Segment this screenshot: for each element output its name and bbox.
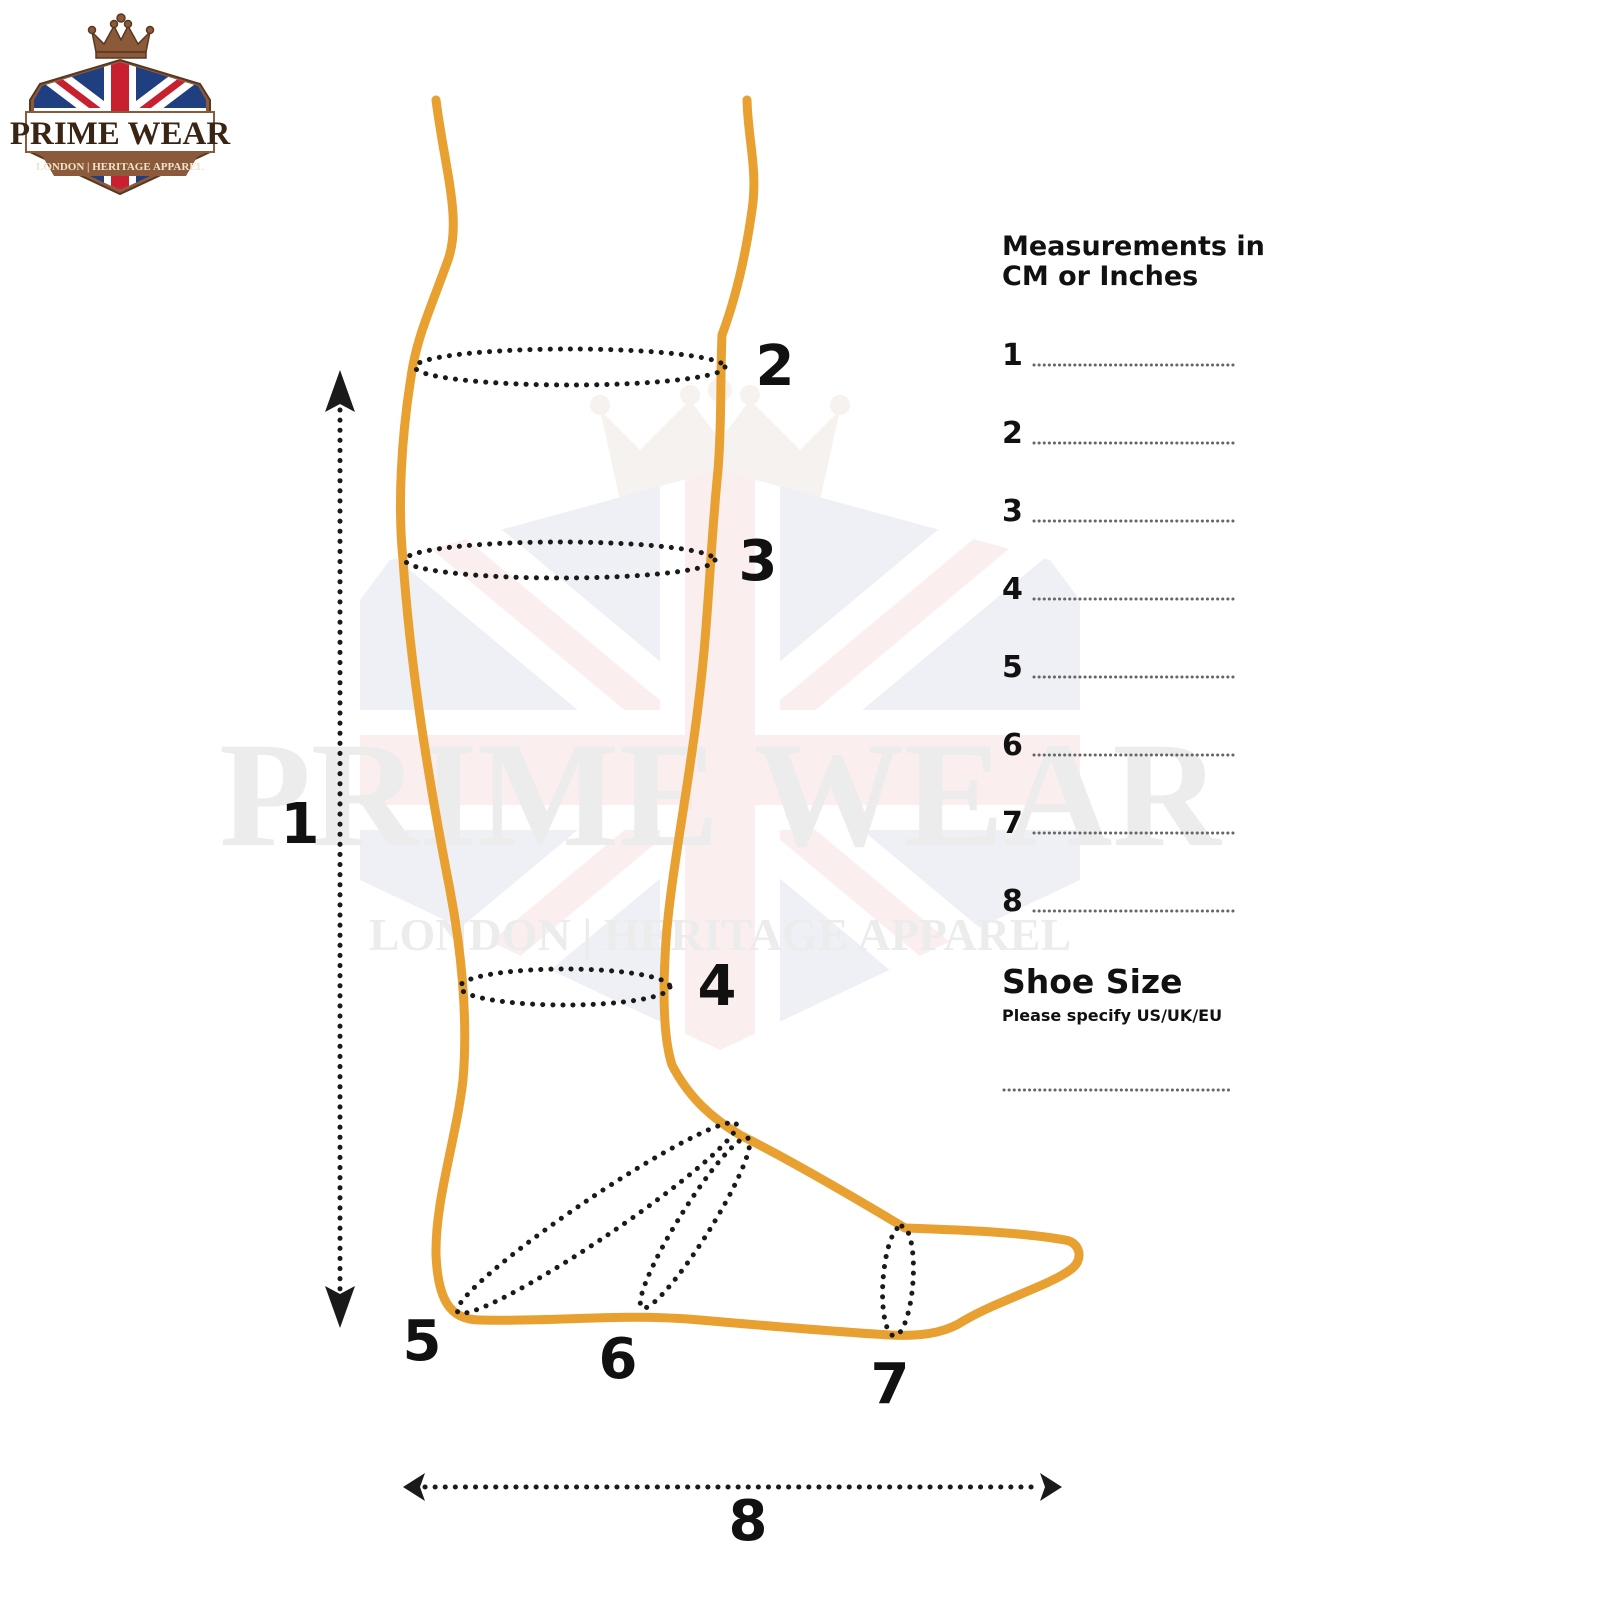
arrow-right-icon xyxy=(1040,1473,1062,1501)
shoe-size-title: Shoe Size xyxy=(1002,962,1182,1001)
leg-outline xyxy=(395,95,1084,1340)
diagram-labels: 1 2 3 4 5 6 7 8 xyxy=(281,334,910,1554)
form-row-label: 5 xyxy=(1002,650,1023,685)
label-1: 1 xyxy=(281,792,320,857)
watermark-tagline: LONDON | HERITAGE APPAREL xyxy=(369,909,1071,960)
length-arrow xyxy=(403,1473,1062,1501)
leg-back-line xyxy=(395,95,1084,1340)
loop-7-ball xyxy=(880,1223,916,1339)
form-row-label: 3 xyxy=(1002,494,1023,529)
label-2: 2 xyxy=(756,334,795,399)
form-row-label: 8 xyxy=(1002,884,1023,919)
label-3: 3 xyxy=(739,529,778,594)
watermark: PRIME WEAR LONDON | HERITAGE APPAREL xyxy=(219,378,1222,1050)
crown-icon xyxy=(87,13,155,59)
shoe-size-note: Please specify US/UK/EU xyxy=(1002,1006,1222,1025)
brand-name: PRIME WEAR xyxy=(10,116,231,152)
watermark-name: PRIME WEAR xyxy=(219,712,1222,878)
loop-4-ankle xyxy=(457,966,673,1008)
label-5: 5 xyxy=(403,1309,442,1374)
loop-6-instep xyxy=(637,1135,753,1311)
arrow-left-icon xyxy=(403,1473,425,1501)
form-row-label: 4 xyxy=(1002,572,1023,607)
brand-tagline: LONDON | HERITAGE APPAREL xyxy=(36,161,204,173)
loop-5-heel xyxy=(454,1120,740,1316)
form-heading-line1: Measurements in xyxy=(1002,231,1265,262)
measurement-form: Measurements in CM or Inches 1 2 3 4 5 6 7 8 Sh… xyxy=(1002,231,1265,1092)
form-row-label: 1 xyxy=(1002,338,1023,373)
form-heading-line2: CM or Inches xyxy=(1002,261,1198,292)
form-row-label: 7 xyxy=(1002,806,1023,841)
height-arrow xyxy=(325,370,355,1328)
label-7: 7 xyxy=(871,1352,910,1417)
form-row-label: 2 xyxy=(1002,416,1023,451)
label-8: 8 xyxy=(729,1489,768,1554)
leg-front-line xyxy=(659,95,910,1233)
measurement-loops xyxy=(402,346,916,1339)
loop-3-knee xyxy=(402,539,718,581)
brand-logo: PRIME WEAR LONDON | HERITAGE APPAREL xyxy=(10,13,231,196)
arrow-down-icon xyxy=(325,1286,355,1328)
arrow-up-icon xyxy=(325,370,355,412)
form-rows: 1 2 3 4 5 6 7 8 xyxy=(1002,338,1238,919)
label-4: 4 xyxy=(698,954,737,1019)
form-row-label: 6 xyxy=(1002,728,1023,763)
label-6: 6 xyxy=(599,1327,638,1392)
loop-2-thigh xyxy=(412,346,728,388)
